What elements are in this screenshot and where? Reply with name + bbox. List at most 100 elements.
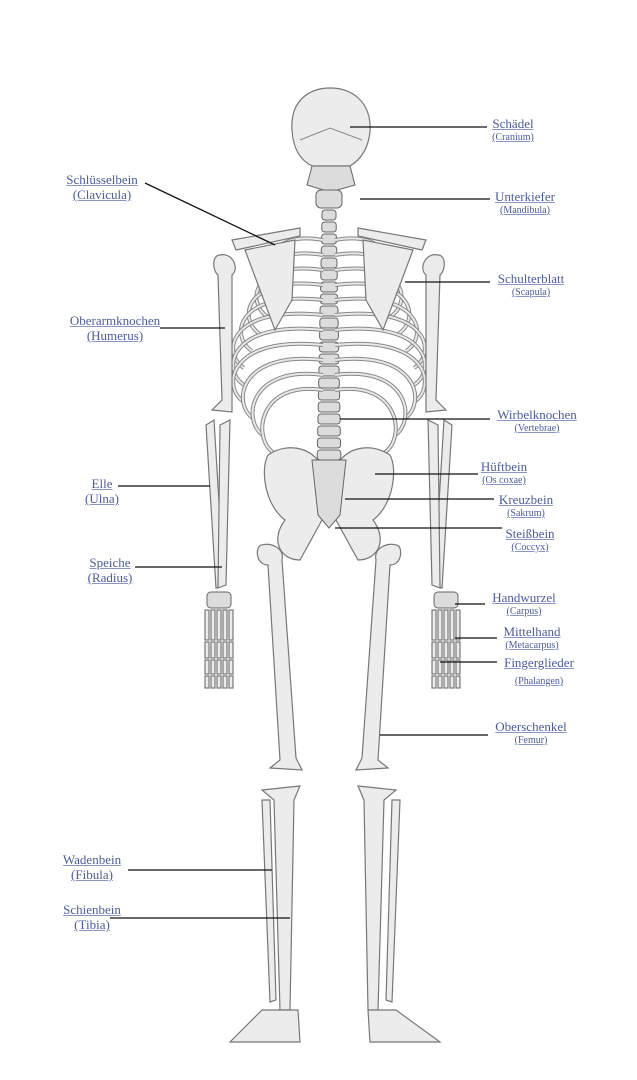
phalanx [216,659,222,675]
rib-highlight [232,312,324,369]
label-sub: (Clavicula) [72,187,132,202]
label-main[interactable]: Hüftbein [480,459,528,474]
label-main[interactable]: Wadenbein [62,852,122,867]
label-main[interactable]: Kreuzbein [498,492,554,507]
rib-highlight [232,327,324,386]
label-coccyx[interactable]: Steißbein(Coccyx) [505,527,554,553]
rib-highlight [334,387,397,454]
label-clavicula[interactable]: Schlüsselbein(Clavicula) [66,173,138,201]
label-tibia[interactable]: Schienbein(Tibia) [63,903,121,931]
arms [205,254,453,589]
vertebra [321,221,337,233]
phalanx [437,641,443,659]
label-humerus[interactable]: Oberarmknochen(Humerus) [70,314,160,342]
label-sub: (Scapula) [511,287,551,298]
vertebra [316,437,342,449]
label-main[interactable]: Wirbelknochen [497,407,577,422]
label-metacarpus[interactable]: Mittelhand(Metacarpus) [503,625,560,651]
label-sub: (Coccyx) [511,542,549,553]
label-main[interactable]: Schulterblatt [497,271,565,286]
label-main[interactable]: Schädel [492,116,534,131]
phalanx [204,641,210,659]
rib-highlight [334,282,411,335]
phalanx [222,675,228,689]
vertebra [320,257,338,269]
label-sub: (Cranium) [492,132,534,143]
vertebra [320,269,338,281]
carpal-bones [206,591,232,609]
label-sub: (Humerus) [86,328,144,343]
phalanx [216,675,222,689]
phalanx [455,675,461,689]
label-main[interactable]: Fingerglieder [504,655,574,670]
vertebra [319,329,339,341]
vertebra [319,317,339,329]
metacarpal [449,609,455,641]
label-mandibula[interactable]: Unterkiefer(Mandibula) [495,190,555,216]
label-main[interactable]: Steißbein [505,526,555,541]
metacarpal [222,609,228,641]
label-main[interactable]: Unterkiefer [495,189,555,204]
phalanx [431,641,437,659]
vertebra [321,233,337,245]
label-main[interactable]: Mittelhand [503,624,561,639]
phalanx [449,675,455,689]
phalanx [204,675,210,689]
label-os-coxae[interactable]: Hüftbein(Os coxae) [481,460,527,486]
label-cranium[interactable]: Schädel(Cranium) [492,117,534,143]
rib-highlight [334,372,407,437]
vertebra [321,209,337,221]
metacarpal [455,609,461,641]
vertebra [317,413,341,425]
rib-highlight [334,357,417,420]
phalanx [437,675,443,689]
phalanx [443,641,449,659]
metacarpal [228,609,234,641]
label-main[interactable]: Schlüsselbein [66,172,138,187]
metacarpal [437,609,443,641]
rib-highlight [232,342,324,403]
label-main[interactable]: Oberarmknochen [69,313,161,328]
label-sub: (Tibia) [74,917,110,932]
label-vertebrae[interactable]: Wirbelknochen(Vertebrae) [497,408,577,434]
shoulders [231,227,427,332]
metacarpal [443,609,449,641]
label-femur[interactable]: Oberschenkel(Femur) [495,720,566,746]
phalanx [228,675,234,689]
label-sub: (Mandibula) [499,205,550,216]
phalanx [449,659,455,675]
label-radius[interactable]: Speiche(Radius) [88,556,133,584]
label-main[interactable]: Schienbein [63,902,121,917]
label-phalangen[interactable]: Fingerglieder(Phalangen) [504,656,574,687]
hands [204,591,461,689]
phalanx [431,659,437,675]
rib-highlight [251,372,324,437]
phalanx [443,659,449,675]
label-main[interactable]: Speiche [89,555,131,570]
pelvis [263,447,395,561]
metacarpal [216,609,222,641]
label-main[interactable]: Handwurzel [492,590,556,605]
label-main[interactable]: Elle [91,476,113,491]
phalanx [431,675,437,689]
label-carpus[interactable]: Handwurzel(Carpus) [492,591,556,617]
phalanx [210,659,216,675]
label-sakrum[interactable]: Kreuzbein(Sakrum) [499,493,553,519]
label-main[interactable]: Oberschenkel [495,719,567,734]
rib-highlight [334,327,426,386]
vertebra [317,389,341,401]
metacarpal [431,609,437,641]
phalanx [222,641,228,659]
label-sub: (Os coxae) [482,475,526,486]
label-ulna[interactable]: Elle(Ulna) [85,477,119,505]
vertebra [316,449,342,461]
rib [260,386,324,455]
phalanx [210,641,216,659]
label-scapula[interactable]: Schulterblatt(Scapula) [498,272,564,298]
phalanx [449,641,455,659]
carpal-bones [433,591,459,609]
label-fibula[interactable]: Wadenbein(Fibula) [63,853,121,881]
phalanx [443,675,449,689]
